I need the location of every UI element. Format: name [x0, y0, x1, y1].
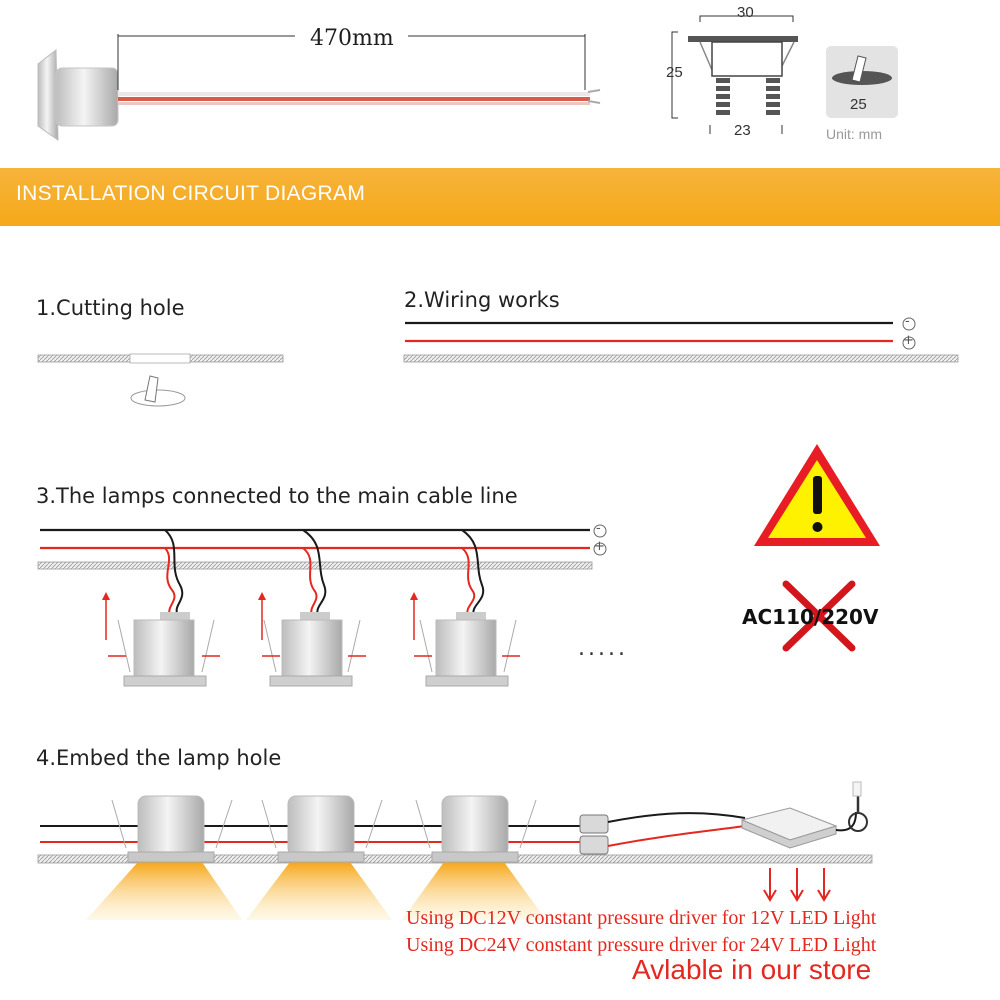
hole-cutter-icon [130, 375, 186, 407]
dim-hole: 25 [850, 96, 867, 113]
hole-icon [826, 46, 898, 118]
step3-lamp-2 [258, 529, 366, 687]
prohibited-cross-icon [782, 580, 856, 652]
step2-negative-sign: - [905, 314, 910, 329]
more-lamps-ellipsis: ..... [578, 636, 628, 661]
driver-wires [607, 812, 746, 847]
step-4-title: 4.Embed the lamp hole [36, 746, 282, 770]
step-1-title: 1.Cutting hole [36, 296, 185, 320]
led-driver [740, 807, 838, 849]
note-dc24: Using DC24V constant pressure driver for… [406, 934, 877, 956]
step-2-title: 2.Wiring works [404, 288, 560, 312]
cable-length-label: 470mm [310, 26, 394, 51]
step1-board [37, 353, 284, 364]
step-3-title: 3.The lamps connected to the main cable … [36, 484, 518, 508]
connector-blocks [579, 814, 609, 855]
dim-base-width: 23 [734, 122, 751, 139]
warning-triangle-icon [754, 444, 880, 546]
dim-height: 25 [666, 64, 683, 81]
product-lamp-drawing [37, 48, 601, 141]
step4-lamp-1 [86, 795, 242, 920]
step3-negative-sign: - [596, 521, 601, 536]
step2-polarity [902, 317, 916, 350]
dim-top-width: 30 [737, 4, 754, 21]
step3-lamp-1 [102, 529, 220, 687]
step2-wiring [403, 321, 959, 363]
power-plug [835, 781, 868, 832]
note-store: Avlable in our store [632, 954, 872, 985]
cable-length-dimension [117, 34, 586, 90]
section-banner: INSTALLATION CIRCUIT DIAGRAM [0, 168, 1000, 226]
step4-lamp-3 [402, 795, 546, 920]
step4-lamp-2 [246, 795, 392, 920]
step3-positive-sign: + [594, 539, 605, 554]
down-arrows [763, 868, 831, 902]
step2-positive-sign: + [903, 333, 914, 348]
banner-title: INSTALLATION CIRCUIT DIAGRAM [16, 182, 366, 205]
dimension-drawing [671, 15, 798, 134]
step3-main-cable [37, 524, 607, 570]
forbidden-ac-label: AC110/220V [742, 605, 879, 629]
note-dc12: Using DC12V constant pressure driver for… [406, 907, 877, 929]
unit-label: Unit: mm [826, 126, 882, 142]
step3-lamp-3 [410, 529, 520, 687]
